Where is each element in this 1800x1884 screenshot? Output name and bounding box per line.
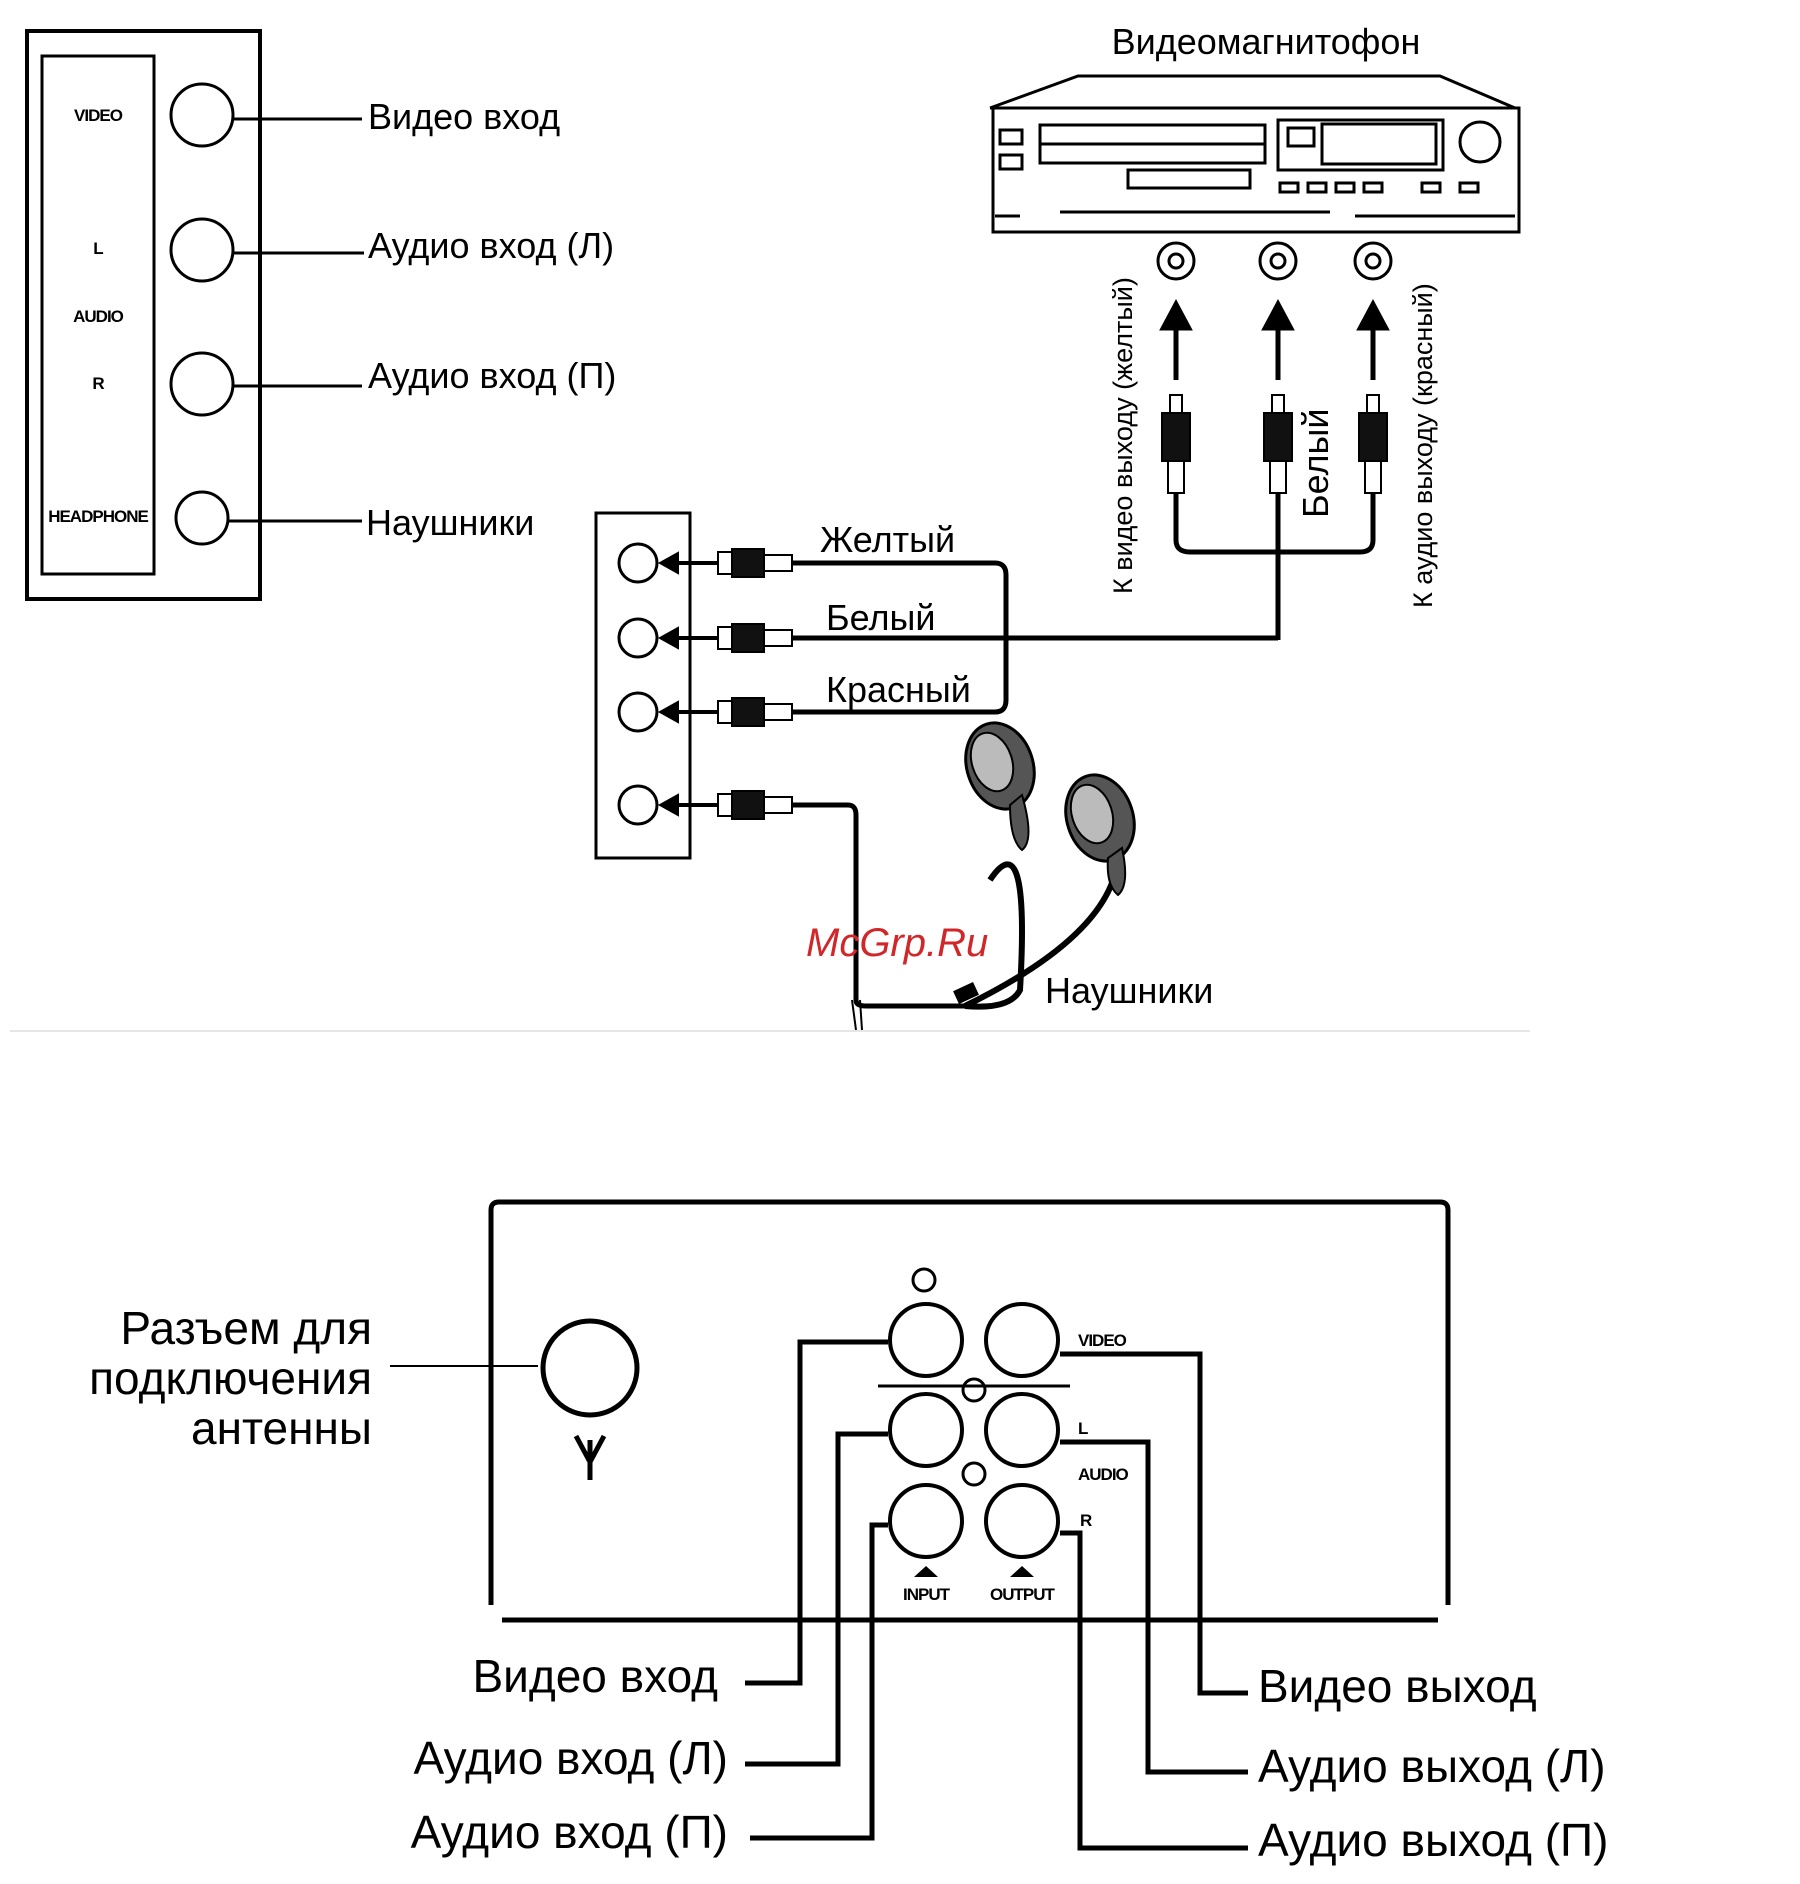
rear-output-label: OUTPUT [990, 1585, 1056, 1604]
rear-audio-label: AUDIO [1078, 1465, 1129, 1484]
side-audio-in-r-callout: Аудио вход (П) [368, 355, 616, 396]
cable-white-label: Белый [826, 597, 935, 638]
antenna-jack [540, 1318, 640, 1418]
vcr-plugs [1161, 394, 1388, 494]
vcr-title: Видеомагнитофон [1112, 21, 1421, 62]
cable-yellow-label: Желтый [820, 519, 955, 560]
antenna-icon [573, 1434, 607, 1480]
vcr-cables [1173, 493, 1376, 640]
headphones-label: Наушники [1045, 970, 1213, 1011]
audio-r-jack [169, 351, 235, 417]
vcr-audio-out-label: К аудио выходу (красный) [1408, 283, 1438, 608]
antenna-callout-line1: Разъем для [120, 1302, 372, 1354]
side-l-label: L [93, 239, 103, 258]
headphones-icon [953, 721, 1136, 1010]
side-video-in-callout: Видео вход [368, 96, 560, 137]
rear-video-in-callout: Видео вход [473, 1650, 719, 1702]
side-video-label: VIDEO [74, 106, 123, 125]
rear-io-arrows [914, 1566, 1034, 1577]
rear-input-label: INPUT [903, 1585, 951, 1604]
side-headphones-callout: Наушники [366, 502, 534, 543]
antenna-callout-line2: подключения [89, 1352, 372, 1404]
cable-red-label: Красный [826, 669, 971, 710]
rear-r-label: R [1080, 1511, 1092, 1530]
rear-video-out-callout: Видео выход [1258, 1660, 1537, 1712]
rear-l-label: L [1078, 1419, 1088, 1438]
video-jack [169, 82, 235, 148]
vcr-icon [989, 74, 1521, 234]
tv-side-plugs [657, 548, 793, 820]
side-headphone-label: HEADPHONE [48, 507, 148, 526]
rear-panel [390, 1199, 1451, 1623]
audio-l-jack [169, 217, 235, 283]
vcr-output-jacks [1156, 241, 1393, 281]
tv-cables [792, 560, 1278, 1031]
side-audio-in-l-callout: Аудио вход (Л) [368, 225, 614, 266]
side-panel [25, 29, 364, 601]
rear-audio-in-r-callout: Аудио вход (П) [411, 1806, 728, 1858]
vcr-arrows [1159, 298, 1390, 380]
side-audio-label: AUDIO [73, 307, 124, 326]
tv-side-jack-panel [594, 511, 692, 860]
vcr-white-label: Белый [1295, 409, 1336, 518]
vcr-video-out-label: К видео выходу (желтый) [1108, 277, 1138, 594]
rear-audio-out-r-callout: Аудио выход (П) [1258, 1814, 1608, 1866]
rear-audio-out-l-callout: Аудио выход (Л) [1258, 1740, 1606, 1792]
rear-jacks [878, 1267, 1070, 1559]
rear-audio-in-l-callout: Аудио вход (Л) [414, 1732, 728, 1784]
side-r-label: R [92, 374, 104, 393]
antenna-callout-line3: антенны [191, 1402, 372, 1454]
watermark: McGrp.Ru [806, 921, 988, 965]
rear-video-label: VIDEO [1078, 1331, 1127, 1350]
headphone-jack [174, 490, 230, 546]
rear-leader-lines [745, 1339, 1248, 1851]
